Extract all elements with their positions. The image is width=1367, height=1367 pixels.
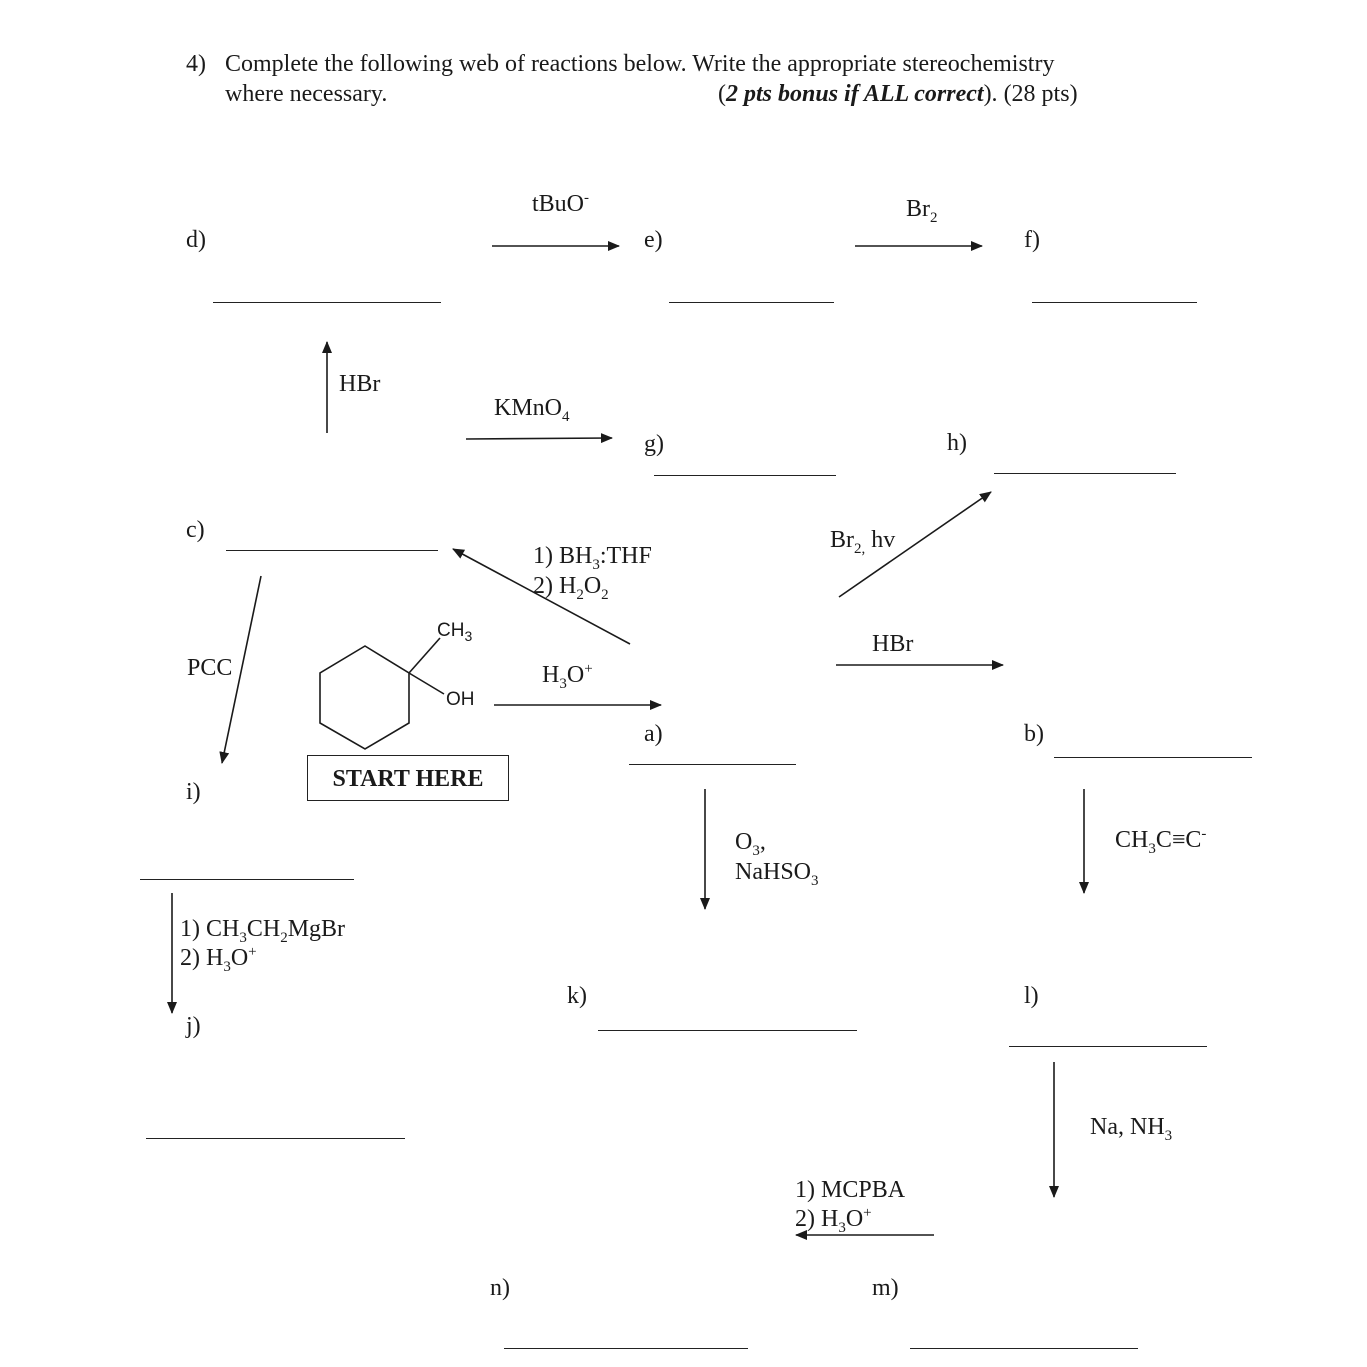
arrow-c-to-g	[465, 433, 613, 444]
reagent-hbr-right: HBr	[872, 631, 914, 657]
hydroxyl-bond	[408, 672, 445, 695]
start-label: START HERE	[332, 766, 484, 792]
answer-line-i[interactable]	[140, 879, 354, 880]
answer-line-b[interactable]	[1054, 757, 1252, 758]
answer-line-f[interactable]	[1032, 302, 1197, 303]
reagent-br2: Br2	[906, 196, 938, 226]
reagent-mcpba-step1: 1) MCPBA	[795, 1177, 906, 1203]
reagent-propynide-ch: CH	[1115, 827, 1149, 853]
answer-line-m[interactable]	[910, 1348, 1138, 1349]
reagent-bh3-step2: 2) H2O2	[533, 573, 609, 603]
methyl-bond	[408, 637, 441, 674]
label-d: d)	[186, 227, 206, 253]
reagent-grignard-2: 2) H	[180, 945, 224, 971]
answer-line-k[interactable]	[598, 1030, 857, 1031]
label-g: g)	[644, 431, 664, 457]
label-k: k)	[567, 983, 587, 1009]
methyl-ch: CH	[437, 620, 465, 641]
reagent-propynide-mid: C≡C	[1155, 827, 1202, 853]
methyl-label: CH3	[437, 620, 472, 643]
reagent-br2hv-hv: hv	[871, 527, 896, 553]
reagent-grignard-1c: MgBr	[287, 916, 346, 942]
reagent-o3-comma: ,	[759, 829, 766, 855]
reagent-br2hv-br: Br	[830, 527, 854, 553]
bonus-text: 2 pts bonus if ALL correct	[726, 81, 984, 107]
hydroxyl-label: OH	[446, 689, 475, 710]
reagent-tbuo: tBuO-	[532, 190, 590, 217]
answer-line-a[interactable]	[629, 764, 796, 765]
answer-line-n[interactable]	[504, 1348, 748, 1349]
reagent-bh3-2: 2) H	[533, 573, 577, 599]
start-molecule-structure	[319, 637, 445, 750]
label-j: j)	[186, 1013, 201, 1039]
reagent-grignard-step2: 2) H3O+	[180, 944, 257, 975]
reagent-br2-hv: Br2, hv	[830, 527, 896, 557]
answer-line-j[interactable]	[146, 1138, 405, 1139]
arrow-to-c	[452, 548, 631, 645]
question-line-2: where necessary.	[225, 81, 388, 107]
start-box	[307, 755, 509, 801]
reagent-br2-text: Br	[906, 196, 930, 222]
reagent-na-nh3: Na, NH3	[1090, 1114, 1173, 1144]
reagent-bh3-step1: 1) BH3:THF	[533, 543, 652, 573]
cyclohexane-ring	[319, 645, 410, 750]
answer-line-h[interactable]	[994, 473, 1176, 474]
reagent-nahso3: NaHSO3	[735, 859, 819, 889]
answer-line-g[interactable]	[654, 475, 836, 476]
reagent-tbuo-charge: -	[584, 190, 590, 206]
reagent-mcpba-2: 2) H	[795, 1206, 839, 1232]
reagent-bh3-1: 1) BH	[533, 543, 593, 569]
reagent-o3: O3,	[735, 829, 766, 859]
answer-line-l[interactable]	[1009, 1046, 1207, 1047]
label-c: c)	[186, 517, 205, 543]
question-line-1: Complete the following web of reactions …	[225, 51, 1055, 77]
label-b: b)	[1024, 721, 1044, 747]
reagent-tbuo-text: tBuO	[532, 191, 585, 217]
bonus-note: (2 pts bonus if ALL correct). (28 pts)	[718, 81, 1078, 107]
reagent-pcc: PCC	[187, 655, 233, 681]
reagent-h3o-o: O	[566, 662, 585, 688]
reagent-propynide: CH3C≡C-	[1115, 826, 1207, 857]
reagent-na-nh3-text: Na, NH	[1090, 1114, 1165, 1140]
label-m: m)	[872, 1275, 899, 1301]
label-h: h)	[947, 430, 967, 456]
reagent-bh3-1b: :THF	[599, 543, 652, 569]
label-l: l)	[1024, 983, 1039, 1009]
answer-line-c[interactable]	[226, 550, 438, 551]
question-number: 4)	[186, 51, 206, 77]
reagent-grignard-1b: CH	[246, 916, 281, 942]
reagent-h3o-plus: +	[584, 661, 593, 677]
arrow-c-to-i	[219, 575, 262, 764]
reagent-hbr-up: HBr	[339, 371, 381, 397]
reagent-grignard-step1: 1) CH3CH2MgBr	[180, 916, 346, 946]
reagent-grignard-1: 1) CH	[180, 916, 240, 942]
methyl-sub: 3	[464, 627, 473, 644]
reagent-kmno4: KMnO4	[494, 395, 570, 425]
reagent-kmno4-text: KMnO	[494, 395, 563, 421]
arrow-to-h	[838, 491, 992, 598]
label-e: e)	[644, 227, 663, 253]
reagent-h3o: H3O+	[542, 661, 593, 692]
reagent-nahso3-text: NaHSO	[735, 859, 811, 885]
reagent-mcpba-step2: 2) H3O+	[795, 1205, 872, 1236]
answer-line-d[interactable]	[213, 302, 441, 303]
points-text: (28 pts)	[1003, 81, 1078, 107]
label-i: i)	[186, 779, 201, 805]
label-a: a)	[644, 721, 663, 747]
reagent-o3-o: O	[735, 829, 753, 855]
answer-line-e[interactable]	[669, 302, 834, 303]
label-f: f)	[1024, 227, 1040, 253]
label-n: n)	[490, 1275, 510, 1301]
